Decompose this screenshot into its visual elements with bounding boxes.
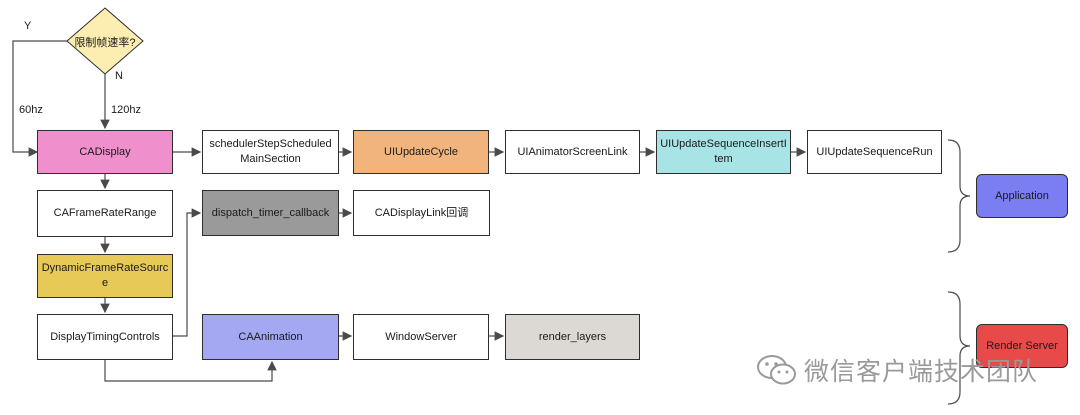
node-windowserver: WindowServer: [353, 314, 489, 360]
node-dynamic-framerate-source-label: DynamicFrameRateSource: [41, 262, 169, 289]
node-uiupdatecycle: UIUpdateCycle: [353, 130, 489, 174]
label-no: N: [115, 70, 123, 82]
node-render-layers: render_layers: [505, 314, 640, 360]
node-windowserver-label: WindowServer: [385, 330, 457, 343]
label-yes: Y: [24, 20, 32, 32]
node-uiupdatecycle-label: UIUpdateCycle: [384, 145, 458, 158]
decision-text: 限制帧速率?: [74, 37, 136, 49]
group-application-label: Application: [995, 189, 1049, 202]
group-application: Application: [976, 174, 1068, 218]
label-60hz: 60hz: [19, 104, 43, 116]
node-uianimator-screenlink: UIAnimatorScreenLink: [505, 130, 640, 174]
brace-application: [947, 139, 971, 253]
node-uiupdate-sequence-insert-label: UIUpdateSequenceInsertItem: [660, 138, 787, 165]
brace-render-server: [947, 291, 971, 405]
decision-diamond: [66, 7, 144, 75]
group-render-server-label: Render Server: [986, 339, 1058, 352]
node-cadisplay-label: CADisplay: [79, 145, 131, 158]
node-caframerate-range: CAFrameRateRange: [37, 190, 173, 237]
node-caframerate-range-label: CAFrameRateRange: [53, 207, 157, 220]
edge-y-60hz: [12, 40, 67, 157]
node-caanimation: CAAnimation: [202, 314, 339, 360]
watermark-text: 微信客户端技术团队: [804, 357, 1039, 386]
label-120hz: 120hz: [111, 104, 141, 116]
node-cadisplaylink-callback: CADisplayLink回调: [353, 190, 490, 236]
node-uiupdate-sequence-run-label: UIUpdateSequenceRun: [816, 145, 933, 158]
group-render-server: Render Server: [976, 324, 1068, 368]
node-uiupdate-sequence-insert: UIUpdateSequenceInsertItem: [656, 130, 791, 174]
node-display-timing-controls-label: DisplayTimingControls: [50, 330, 160, 343]
watermark: 微信客户端技术团队: [756, 352, 1038, 388]
node-cadisplaylink-callback-label: CADisplayLink回调: [374, 206, 469, 219]
node-dispatch-timer-callback-label: dispatch_timer_callback: [211, 206, 330, 219]
wechat-logo-icon: [757, 355, 796, 385]
node-dynamic-framerate-source: DynamicFrameRateSource: [37, 254, 173, 298]
node-scheduler-step: schedulerStepScheduledMainSection: [202, 130, 339, 174]
edge-timing-animation: [104, 360, 277, 382]
node-render-layers-label: render_layers: [538, 330, 607, 343]
node-uianimator-screenlink-label: UIAnimatorScreenLink: [517, 145, 628, 158]
node-dispatch-timer-callback: dispatch_timer_callback: [202, 190, 339, 236]
node-cadisplay: CADisplay: [37, 130, 173, 174]
node-scheduler-step-label: schedulerStepScheduledMainSection: [209, 138, 332, 165]
node-caanimation-label: CAAnimation: [238, 330, 303, 343]
node-display-timing-controls: DisplayTimingControls: [37, 314, 173, 360]
edge-timing-dispatch: [173, 208, 202, 337]
node-uiupdate-sequence-run: UIUpdateSequenceRun: [807, 130, 942, 174]
